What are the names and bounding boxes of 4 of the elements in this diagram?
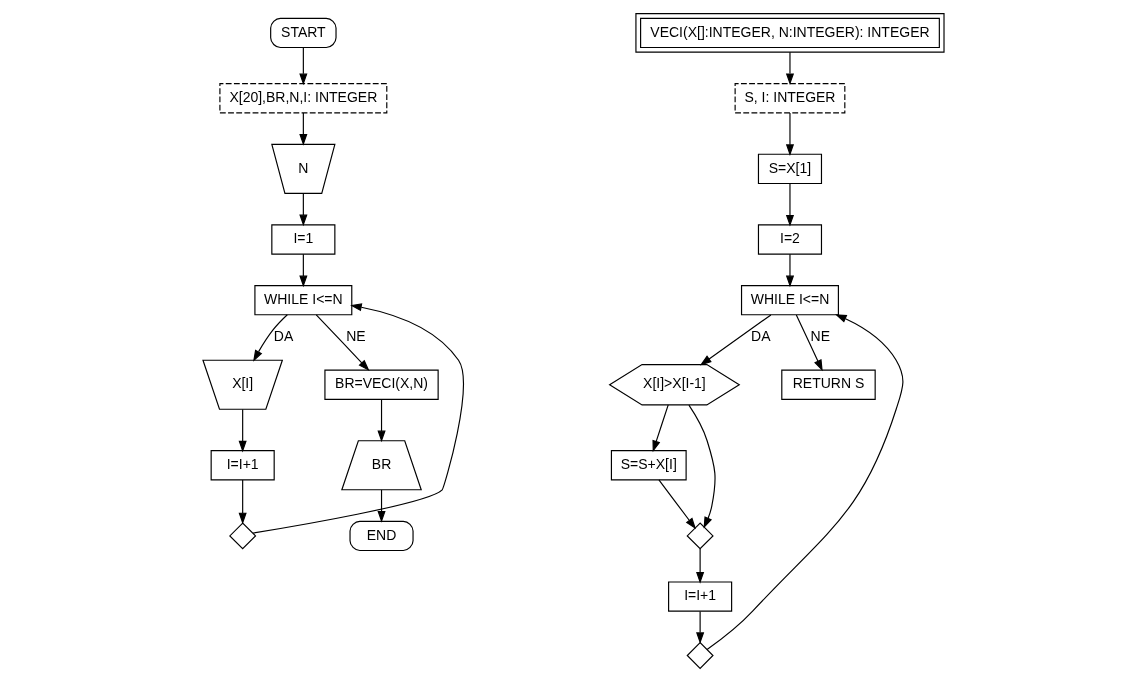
- edge-label: DA: [751, 327, 771, 344]
- edge-label: NE: [810, 327, 831, 344]
- edge-label: NE: [346, 327, 366, 344]
- edge-label: DA: [273, 327, 294, 344]
